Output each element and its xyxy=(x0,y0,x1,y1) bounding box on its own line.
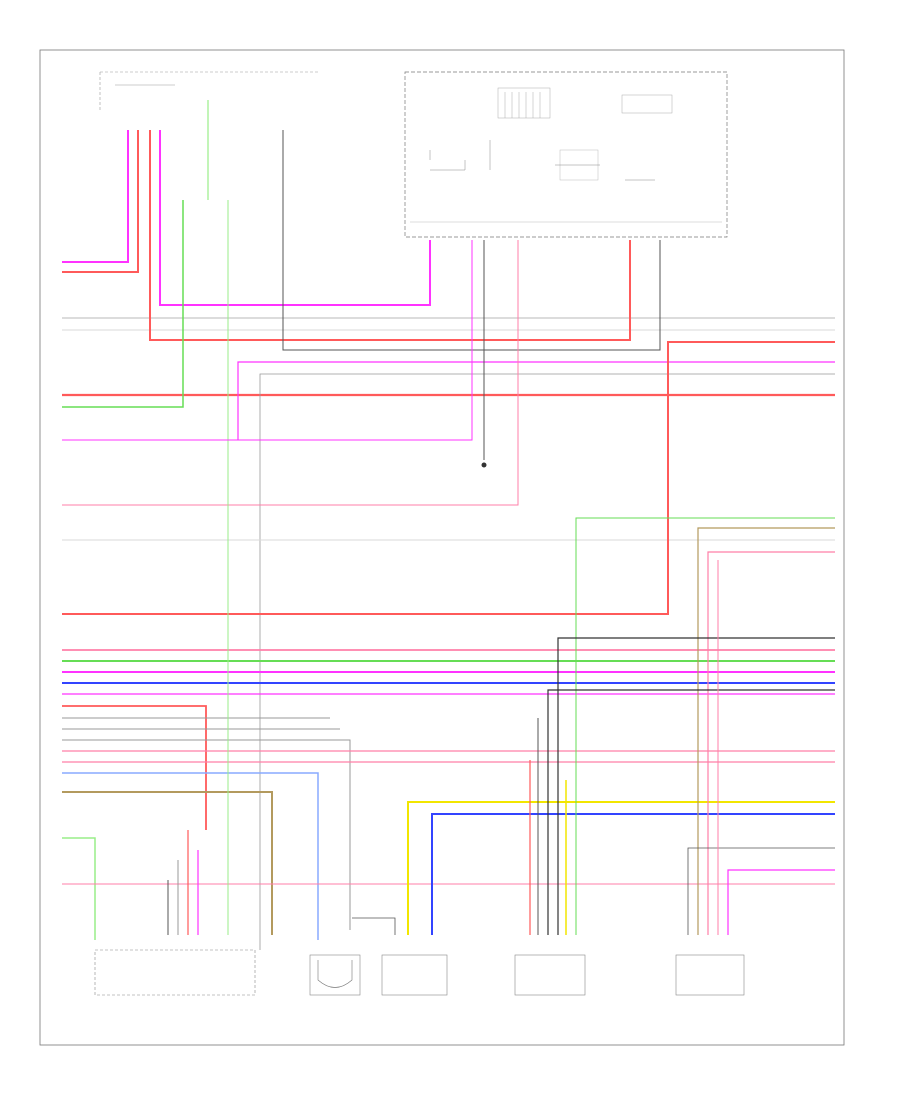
ground-symbol xyxy=(481,462,487,468)
wire-bundle-horizontal xyxy=(62,130,835,950)
bottom-components xyxy=(94,949,745,996)
multiplex-module xyxy=(404,71,728,238)
top-left-connector xyxy=(99,71,320,110)
wire-bundle-vertical xyxy=(62,100,719,935)
page-border xyxy=(39,49,845,1046)
